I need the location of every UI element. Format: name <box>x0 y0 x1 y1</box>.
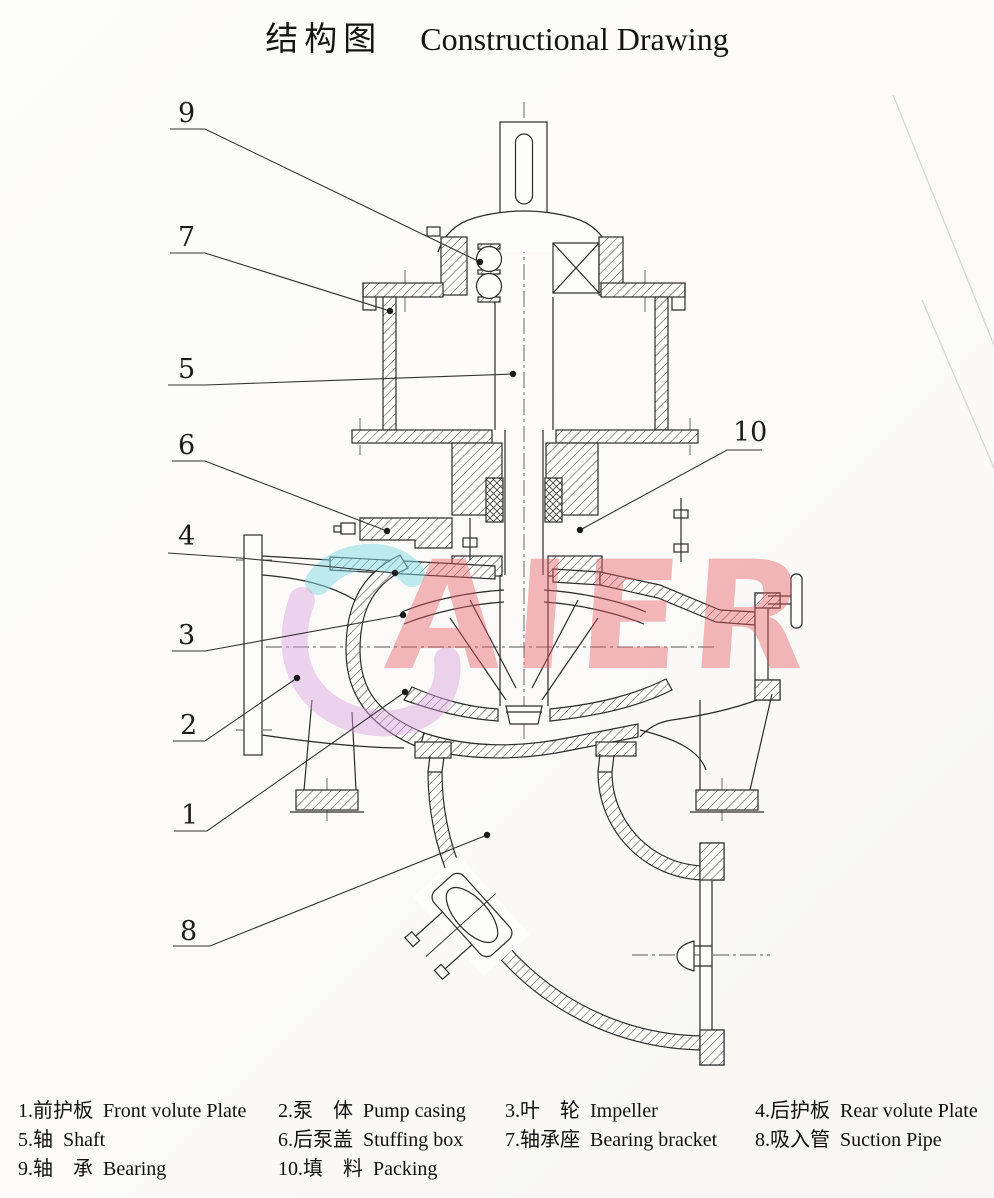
centerlines <box>236 102 770 956</box>
page-title: 结构图 Constructional Drawing <box>0 12 994 60</box>
pump-casing <box>243 534 758 771</box>
packing-left <box>485 477 504 523</box>
scan-artifacts <box>892 94 994 469</box>
callout-5: 5 <box>178 354 195 385</box>
impeller-nut <box>505 705 543 725</box>
branch-port <box>404 855 530 981</box>
callout-6: 6 <box>178 430 195 461</box>
callout-3: 3 <box>178 620 195 651</box>
t-bolt-handle <box>790 573 803 629</box>
callout-4: 4 <box>178 521 195 552</box>
inlet-flange <box>243 534 263 756</box>
flange-bolt <box>676 940 695 972</box>
watermark: AIER <box>281 530 823 737</box>
callout-9: 9 <box>178 98 195 129</box>
title-chinese: 结构图 <box>265 22 383 58</box>
rear-cover <box>333 517 453 549</box>
front-volute-plate <box>403 678 673 722</box>
casing-feet <box>290 693 773 813</box>
bearing-housing <box>426 210 624 303</box>
impeller <box>401 575 647 725</box>
ball-bearing-upper <box>475 245 503 273</box>
bearing-bracket <box>351 282 699 444</box>
packing-right <box>544 477 563 523</box>
shaft <box>494 121 554 430</box>
callout-labels: 9 7 5 6 4 3 2 1 8 10 <box>178 98 767 947</box>
leader-lines <box>167 128 762 947</box>
ball-bearing-lower <box>475 272 503 300</box>
callout-1: 1 <box>181 800 198 831</box>
callout-7: 7 <box>178 222 195 253</box>
watermark-text: AIER <box>381 530 823 704</box>
title-english: Constructional Drawing <box>420 21 729 57</box>
callout-8: 8 <box>180 916 197 947</box>
callout-10: 10 <box>733 417 767 448</box>
discharge-flange <box>754 573 803 701</box>
callout-2: 2 <box>180 710 197 741</box>
